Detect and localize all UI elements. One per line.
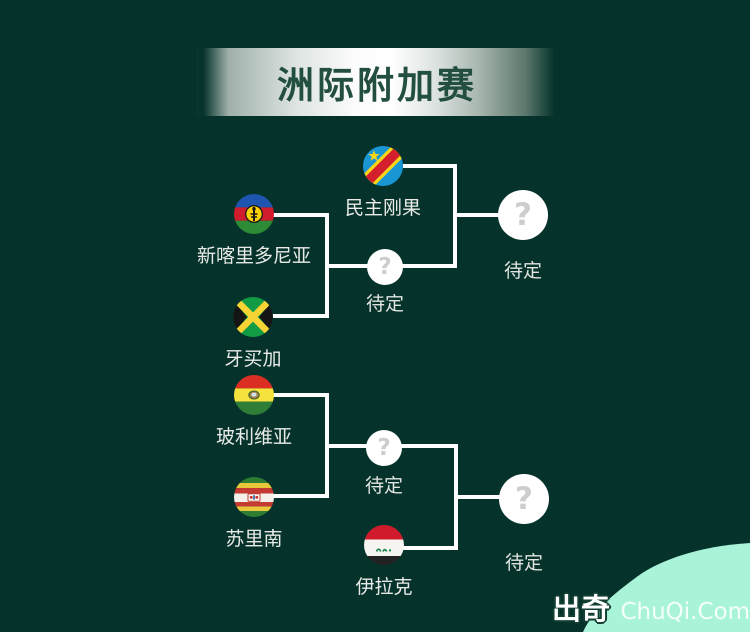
tbd-label-upper-semifinal: 待定 — [365, 293, 404, 315]
team-new-caledonia: 新喀里多尼亚 — [174, 194, 334, 268]
bolivia-flag-icon — [234, 375, 274, 415]
bracket-connector-line — [272, 393, 328, 397]
team-iraq: 伊拉克 — [304, 525, 464, 599]
team-jamaica: 牙买加 — [173, 297, 333, 371]
jamaica-flag-icon — [233, 297, 273, 337]
title-banner: 洲际附加赛 — [196, 48, 558, 116]
team-label: 苏里南 — [225, 528, 283, 550]
team-label: 民主刚果 — [344, 197, 421, 219]
tbd-circle-upper-semifinal: ? — [367, 249, 403, 285]
bracket-connector-line — [403, 546, 458, 550]
team-label: 牙买加 — [224, 348, 282, 370]
tbd-circle-lower-semifinal: ? — [366, 430, 402, 466]
team-bolivia: 玻利维亚 — [174, 375, 334, 449]
tbd-circle-upper-final: ? — [498, 190, 548, 240]
page-title: 洲际附加赛 — [277, 64, 477, 107]
new-caledonia-flag-icon — [234, 194, 274, 234]
team-label: 伊拉克 — [355, 576, 413, 598]
suriname-flag-icon — [234, 477, 274, 517]
tbd-circle-lower-final: ? — [499, 474, 549, 524]
question-mark-icon: ? — [377, 435, 391, 461]
bracket-connector-line — [453, 213, 500, 217]
bracket-connector-line — [403, 164, 457, 168]
corner-accent-shape — [550, 532, 750, 632]
bracket-connector-line — [271, 314, 328, 318]
question-mark-icon: ? — [515, 481, 533, 517]
bracket-connector-line — [272, 494, 328, 498]
team-label: 玻利维亚 — [215, 426, 292, 448]
watermark: 出奇体育 ChuQi.Com — [552, 586, 750, 632]
question-mark-icon: ? — [378, 254, 392, 280]
bracket-connector-line — [454, 495, 500, 499]
tbd-label-lower-final: 待定 — [504, 552, 543, 574]
tbd-label-lower-semifinal: 待定 — [364, 475, 403, 497]
team-suriname: 苏里南 — [174, 477, 334, 551]
iraq-flag-icon — [364, 525, 404, 565]
bracket-connector-line — [272, 213, 328, 217]
watermark-site: ChuQi.Com — [620, 599, 750, 625]
dr-congo-flag-icon — [363, 146, 403, 186]
question-mark-icon: ? — [514, 197, 532, 233]
team-label: 新喀里多尼亚 — [196, 245, 311, 267]
watermark-brand: 出奇体育 — [552, 592, 611, 626]
team-dr-congo: 民主刚果 — [303, 146, 463, 220]
tbd-label-upper-final: 待定 — [503, 260, 542, 282]
